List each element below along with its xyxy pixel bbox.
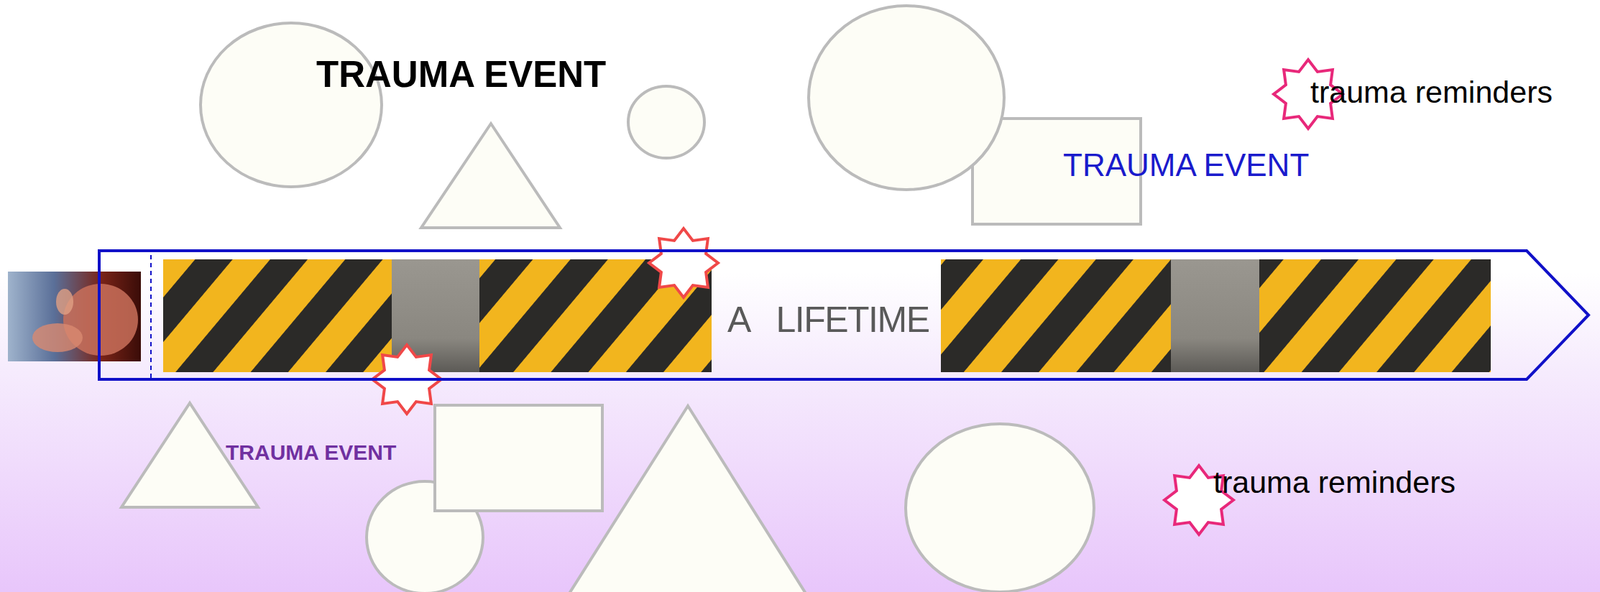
- band-text: A LIFETIME: [727, 301, 930, 338]
- event-label: TRAUMA EVENT: [225, 442, 397, 464]
- outline-rectangle: [434, 405, 603, 512]
- reminder-label: trauma reminders: [1310, 76, 1553, 108]
- outline-circle: [200, 23, 382, 187]
- event-label: TRAUMA EVENT: [1063, 149, 1309, 182]
- trauma-star: [649, 228, 719, 298]
- arrow-outline: [99, 250, 1589, 380]
- lifetime-band: A LIFETIME: [99, 250, 1589, 380]
- hazard-barrier: [940, 259, 1491, 373]
- outline-triangle: [421, 123, 560, 228]
- birth-marker: [150, 255, 152, 380]
- outline-circle: [808, 5, 1005, 190]
- outline-circle: [905, 424, 1094, 592]
- outline-triangle: [569, 406, 806, 592]
- outline-circle: [628, 86, 705, 159]
- event-label: TRAUMA EVENT: [316, 56, 606, 93]
- hazard-barrier: [163, 259, 712, 373]
- reminder-label: trauma reminders: [1213, 467, 1456, 499]
- baby-picture: [7, 271, 141, 362]
